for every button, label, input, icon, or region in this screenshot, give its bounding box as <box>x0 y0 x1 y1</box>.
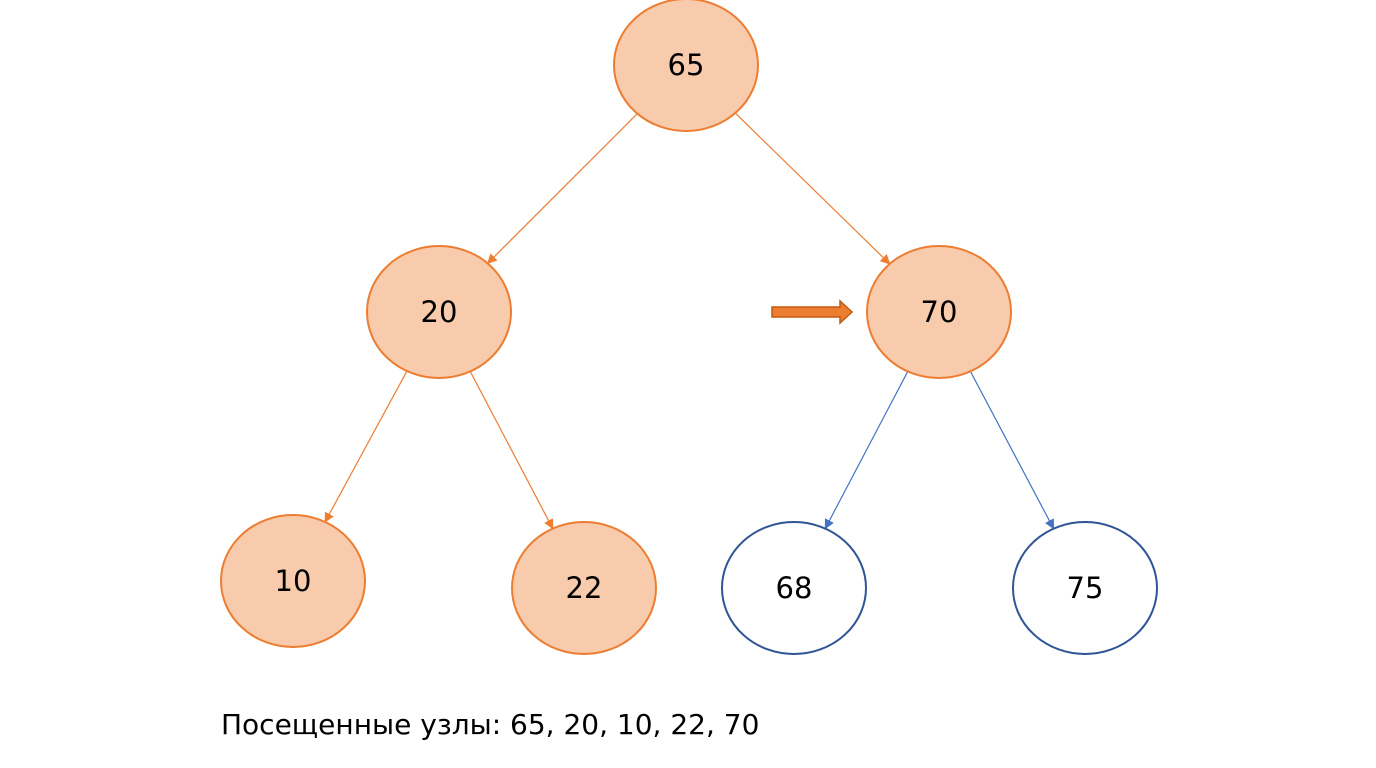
node-circle <box>220 514 366 648</box>
tree-node-68: 68 <box>721 521 867 655</box>
edge-65-70 <box>734 112 891 265</box>
edge-20-10 <box>324 370 408 523</box>
node-label: 20 <box>421 295 458 329</box>
node-label: 65 <box>668 48 705 82</box>
tree-node-22: 22 <box>511 521 657 655</box>
edge-70-68 <box>824 371 909 530</box>
node-circle <box>511 521 657 655</box>
edge-70-75 <box>969 371 1055 530</box>
tree-node-20: 20 <box>366 245 512 379</box>
tree-node-75: 75 <box>1012 521 1158 655</box>
tree-node-65: 65 <box>613 0 759 132</box>
tree-node-70: 70 <box>866 245 1012 379</box>
node-circle <box>721 521 867 655</box>
tree-node-10: 10 <box>220 514 366 648</box>
node-label: 68 <box>776 571 813 605</box>
node-circle <box>1012 521 1158 655</box>
pointer-layer <box>771 299 854 325</box>
node-circle <box>866 245 1012 379</box>
node-label: 75 <box>1067 571 1104 605</box>
nodes-layer: 65 20 70 10 22 68 75 <box>220 0 1158 655</box>
node-label: 22 <box>566 571 603 605</box>
current-node-pointer-arrow-icon <box>771 299 854 325</box>
node-circle <box>613 0 759 132</box>
node-label: 10 <box>275 564 312 598</box>
edge-20-22 <box>469 371 554 530</box>
node-circle <box>366 245 512 379</box>
visited-nodes-label: Посещенные узлы: 65, 20, 10, 22, 70 <box>221 708 760 741</box>
edges-layer <box>324 112 1055 530</box>
node-label: 70 <box>921 295 958 329</box>
edge-65-20 <box>486 113 638 265</box>
